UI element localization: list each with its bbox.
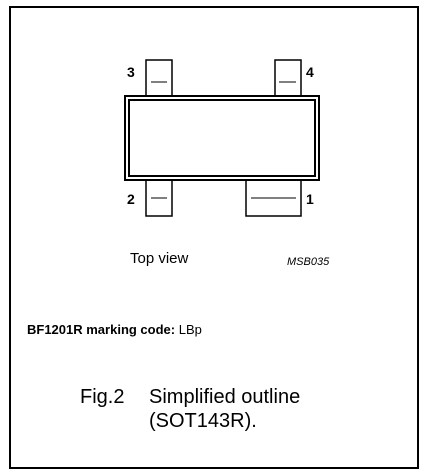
drawing-code: MSB035 [287,256,330,268]
package-body-inner [128,99,316,177]
marking-code-value: LBp [178,322,202,337]
pin-2-label: 2 [127,191,135,207]
figure-frame [9,6,419,469]
marking-code-line: BF1201R marking code: LBp [27,322,202,337]
caption-text: Simplified outline (SOT143R). [149,385,349,433]
pin-4-label: 4 [306,64,314,80]
caption-line-2: (SOT143R). [149,410,257,432]
lead-pin-4 [274,59,302,96]
caption-number: Fig.2 [80,386,125,408]
view-label: Top view [130,250,189,267]
package-body-outer [124,95,320,181]
pin-3-label: 3 [127,64,135,80]
pin-1-label: 1 [306,191,314,207]
marking-code-label: BF1201R marking code: [27,322,176,337]
lead-pin-1 [245,180,302,217]
lead-pin-3 [145,59,173,96]
lead-pin-2 [145,180,173,217]
caption-line-1: Simplified outline [149,386,301,408]
